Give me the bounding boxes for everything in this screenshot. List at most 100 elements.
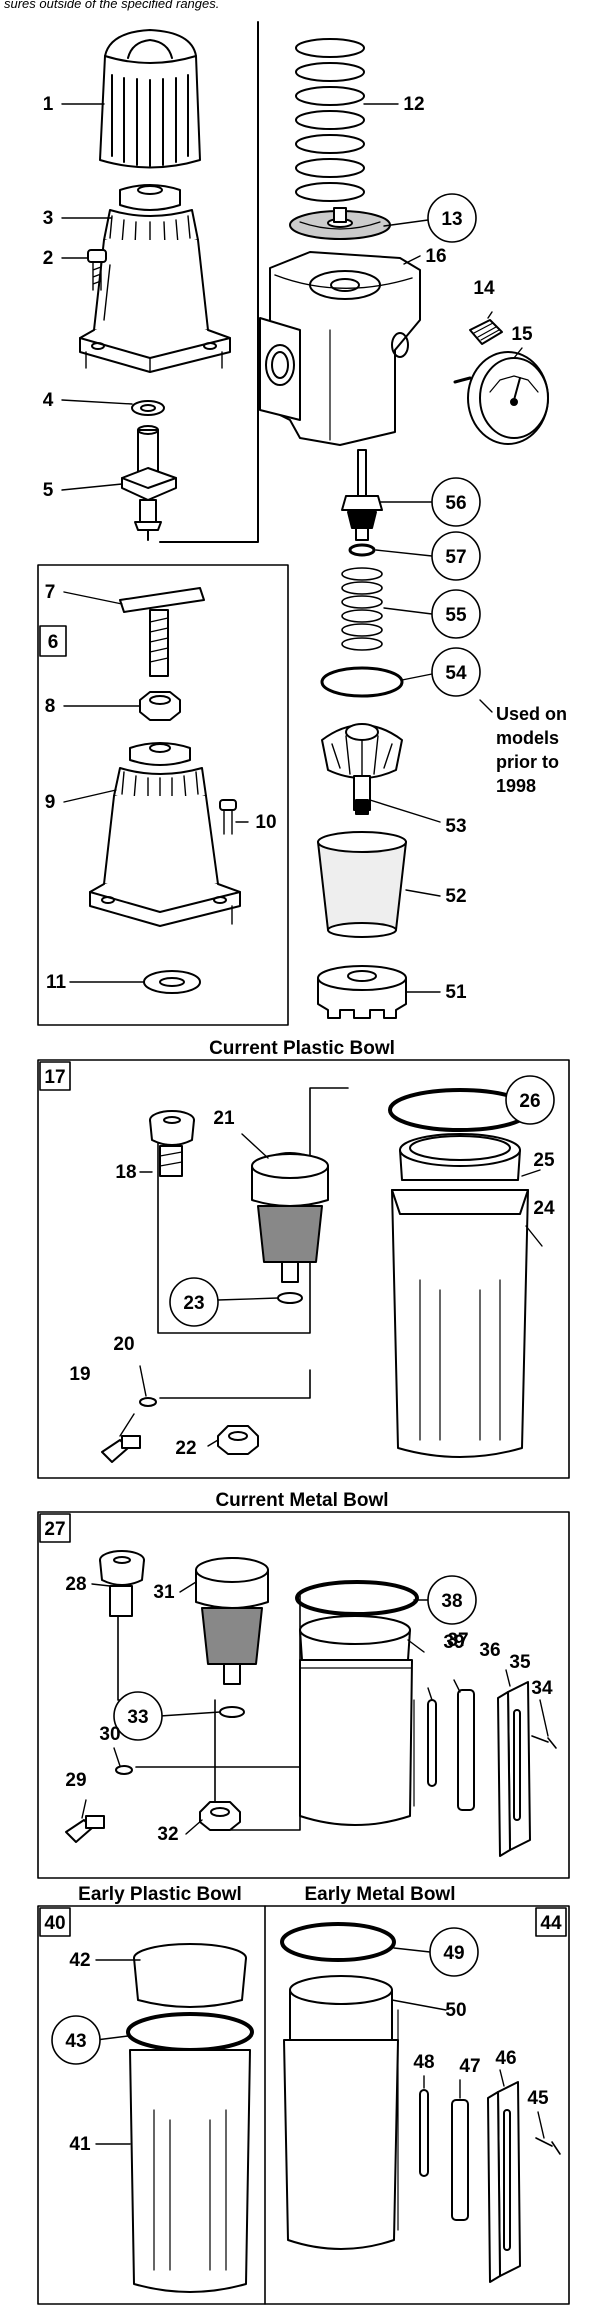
kit-6-box: [37, 564, 289, 1026]
callout-33: 33: [127, 1707, 148, 1728]
drain-valve-part-28: [99, 1550, 145, 1617]
callout-15: 15: [511, 324, 533, 345]
pipe-plug-part: [469, 319, 503, 345]
spring-part-12: [295, 38, 365, 202]
sight-gauge-part-37: [427, 1699, 437, 1787]
plastic-bowl-box: [37, 1059, 570, 1479]
callout-11: 11: [46, 972, 67, 993]
section-titles: Current Plastic Bowl Current Metal Bowl …: [78, 1038, 455, 1905]
early-plastic-bowl-part-41: [126, 1943, 254, 2293]
spring-part-55: [341, 567, 383, 651]
guard-part-46: [487, 2081, 521, 2283]
o-ring-part-20: [139, 1397, 157, 1407]
callout-8: 8: [45, 696, 56, 717]
washer-part-4: [131, 400, 165, 416]
callout-37: 37: [447, 1630, 468, 1651]
o-ring-part-54: [320, 666, 404, 698]
callout-45: 45: [527, 2088, 549, 2109]
guard-part-35: [497, 1681, 531, 1857]
callout-50: 50: [445, 2000, 466, 2021]
filter-cup-part-31: [195, 1557, 269, 1685]
callout-30: 30: [99, 1724, 120, 1745]
callout-42: 42: [69, 1950, 90, 1971]
sight-gauge-part-48: [419, 2089, 429, 2177]
callout-49: 49: [443, 1943, 464, 1964]
washer-part-23: [277, 1292, 303, 1304]
callout-6: 6: [48, 632, 59, 653]
page-caption: sures outside of the specified ranges.: [4, 0, 220, 11]
callout-18: 18: [115, 1162, 136, 1183]
metal-bowl-part-39: [299, 1615, 415, 1826]
callout-34: 34: [531, 1678, 553, 1699]
callout-38: 38: [441, 1591, 462, 1612]
callout-21: 21: [213, 1108, 235, 1129]
early-bowl-box: [37, 1905, 570, 2305]
callout-57: 57: [445, 547, 466, 568]
filter-element-part: [317, 831, 407, 938]
drain-line-plastic: [159, 1369, 311, 1399]
nut-part-22: [217, 1425, 259, 1455]
callout-47: 47: [459, 2056, 480, 2077]
screw-part-45: [535, 2137, 561, 2155]
o-ring-part-30: [115, 1765, 133, 1775]
washer-part-33: [219, 1706, 245, 1718]
callout-14: 14: [473, 278, 495, 299]
callout-10: 10: [255, 812, 276, 833]
callout-46: 46: [495, 2048, 516, 2069]
callout-25: 25: [533, 1150, 555, 1171]
piston-part: [121, 425, 177, 541]
drain-key-part-19: [101, 1435, 141, 1463]
callout-36: 36: [479, 1640, 500, 1661]
callout-56: 56: [445, 493, 466, 514]
callout-29: 29: [65, 1770, 86, 1791]
models-note: Used on models prior to 1998: [496, 704, 567, 796]
drain-valve-part-18: [149, 1110, 195, 1177]
lens-part-47: [451, 2099, 469, 2221]
plastic-bowl-title: Current Plastic Bowl: [209, 1038, 395, 1059]
early-metal-title: Early Metal Bowl: [305, 1884, 456, 1905]
callout-27: 27: [44, 1519, 65, 1540]
callout-23: 23: [183, 1293, 204, 1314]
callout-12: 12: [403, 94, 424, 115]
drain-key-part-29: [65, 1815, 105, 1843]
lock-nut-part: [139, 691, 181, 721]
filter-cup-part-21: [251, 1152, 329, 1283]
note-line-3: prior to: [496, 752, 559, 772]
section-frames: [37, 21, 570, 2305]
callout-26: 26: [519, 1091, 540, 1112]
callout-3: 3: [43, 208, 54, 229]
callout-16: 16: [425, 246, 446, 267]
callout-55: 55: [445, 605, 467, 626]
callout-51: 51: [445, 982, 467, 1003]
callout-32: 32: [157, 1824, 178, 1845]
callout-44: 44: [540, 1913, 562, 1934]
early-metal-bowl-part-50: [283, 1975, 399, 2250]
callout-53: 53: [445, 816, 466, 837]
leader-lines: [61, 103, 549, 2145]
callout-24: 24: [533, 1198, 555, 1219]
plastic-bowl-part-24: [391, 1133, 529, 1458]
callout-35: 35: [509, 1652, 531, 1673]
gasket-part-11: [143, 970, 201, 994]
divider-line-upper: [159, 21, 259, 543]
bonnet-part: [79, 184, 231, 373]
callout-9: 9: [45, 792, 56, 813]
callout-20: 20: [113, 1334, 134, 1355]
callout-41: 41: [69, 2134, 91, 2155]
callout-52: 52: [445, 886, 466, 907]
callout-31: 31: [153, 1582, 175, 1603]
callout-5: 5: [43, 480, 54, 501]
callout-4: 4: [43, 390, 54, 411]
callout-22: 22: [175, 1438, 196, 1459]
baffle-part: [321, 723, 403, 815]
metal-bowl-box: [37, 1511, 570, 1879]
callout-43: 43: [65, 2031, 86, 2052]
o-ring-part-38: [295, 1580, 419, 1616]
callout-7: 7: [45, 582, 56, 603]
note-line-4: 1998: [496, 776, 536, 796]
callout-19: 19: [69, 1364, 90, 1385]
regulator-body-part: [259, 251, 421, 446]
metal-bowl-title: Current Metal Bowl: [215, 1490, 388, 1511]
